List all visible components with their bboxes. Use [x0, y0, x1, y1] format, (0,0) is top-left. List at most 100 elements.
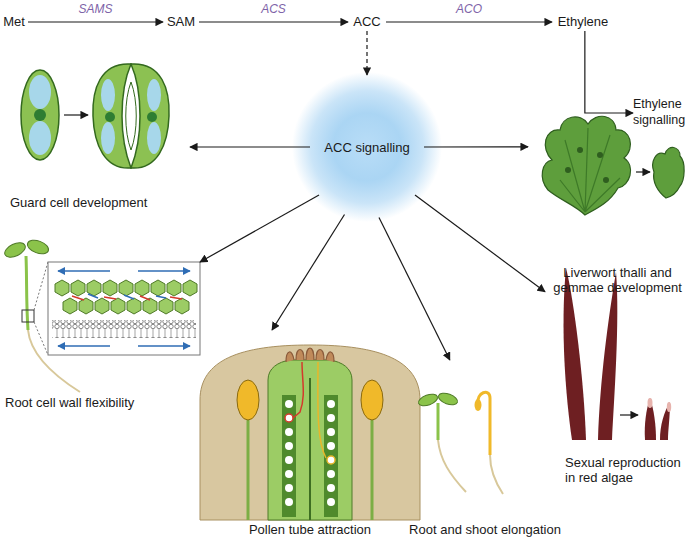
- node-text: SAM: [167, 13, 195, 31]
- small-thallus: [653, 147, 684, 198]
- metabolite: Met: [0, 13, 28, 31]
- flower-tissue: [200, 345, 420, 520]
- cellulose-hexagon: [167, 280, 181, 296]
- septum: [309, 378, 311, 520]
- cellulose-hexagon: [71, 280, 85, 296]
- node-text: Met: [3, 13, 25, 31]
- cotyledon: [437, 391, 459, 407]
- pistil: [268, 360, 352, 520]
- ovule: [327, 428, 335, 436]
- cotyledon: [417, 392, 439, 408]
- node-text: Root cell wall flexibility: [0, 395, 200, 410]
- cotyledon: [26, 238, 51, 257]
- gemma-cup: [577, 147, 583, 153]
- process-panel: Root cell wall flexibility: [0, 262, 200, 410]
- vacuole: [101, 79, 115, 111]
- stomatal-pore: [126, 82, 137, 150]
- cellulose-hexagon: [103, 280, 117, 296]
- cellulose-hexagon: [175, 298, 189, 314]
- cellulose-hexagon: [159, 298, 173, 314]
- stigma-papillae: [286, 348, 334, 362]
- node-text: Pollen tube attraction: [195, 522, 425, 537]
- thallus: [542, 116, 630, 215]
- node-text: Ethylene signalling: [633, 96, 685, 128]
- pollen-tube: [293, 362, 303, 418]
- algal-blade: [598, 272, 617, 440]
- ovule: [285, 400, 293, 408]
- node-text: Ethylene: [558, 13, 609, 31]
- anther: [361, 380, 383, 420]
- metabolite: Ethylene: [552, 13, 614, 31]
- thallus-midrib: [560, 128, 620, 212]
- cellulose-hexagon: [63, 298, 77, 314]
- ovule: [327, 442, 335, 450]
- node-text: ACC: [353, 13, 380, 31]
- apical-hook: [475, 399, 482, 411]
- metabolite: ACC: [348, 13, 386, 31]
- pathway-output: Ethylene signalling: [633, 96, 685, 130]
- zoom-box: [48, 262, 200, 355]
- cellulose-hexagon: [95, 298, 109, 314]
- cellulose-hexagon: [151, 280, 165, 296]
- ovule: [327, 470, 335, 478]
- reproductive-tip: [648, 398, 653, 408]
- process-panel: Root and shoot elongation: [405, 360, 565, 537]
- node-text: Sexual reproduction in red algae: [545, 455, 685, 485]
- pistil-art: [200, 345, 420, 520]
- guard-cell-art: [21, 64, 169, 168]
- flow-arrow: [199, 21, 348, 22]
- nucleus: [34, 109, 46, 121]
- cellulose-hexagon: [55, 280, 69, 296]
- gemma-cup: [565, 167, 571, 173]
- node-text: Root and shoot elongation: [405, 522, 565, 537]
- flow-arrow: [386, 21, 552, 22]
- zoom-lines: [34, 262, 48, 355]
- root: [438, 440, 466, 492]
- small-blade: [645, 398, 656, 440]
- reproductive-tip: [667, 402, 671, 412]
- cellulose-hexagon: [183, 280, 197, 296]
- flow-arrow: [366, 31, 367, 75]
- process-panel: Sexual reproduction in red algae: [545, 275, 685, 485]
- root: [490, 455, 503, 494]
- shoot: [437, 403, 440, 440]
- ovule: [327, 400, 335, 408]
- flow-arrow: [585, 31, 633, 113]
- root-wall-art: [2, 238, 200, 392]
- gemma-cup: [603, 177, 609, 183]
- pollen-tube: [318, 362, 326, 458]
- progress-arrow: [620, 414, 638, 415]
- enzyme-label: ACO: [456, 2, 482, 16]
- enzyme-label: SAMS: [78, 2, 112, 16]
- flow-arrow: [379, 218, 450, 361]
- anther: [237, 380, 259, 420]
- flow-arrow: [272, 215, 344, 331]
- ovule: [327, 456, 335, 464]
- ovule: [285, 428, 293, 436]
- hypocotyl: [26, 256, 28, 330]
- crosslink: [88, 294, 166, 299]
- cellulose-hexagon: [79, 298, 93, 314]
- guard-cell: [21, 70, 59, 160]
- process-panel: Guard cell development: [0, 60, 190, 210]
- ovule-column: [282, 395, 296, 517]
- nucleus: [105, 112, 115, 122]
- tension-arrow: [138, 345, 190, 346]
- metabolite: SAM: [163, 13, 199, 31]
- seedling-art: [417, 391, 503, 494]
- ovule: [285, 484, 293, 492]
- flow-arrow: [415, 195, 545, 292]
- ovule: [285, 498, 293, 506]
- ovule: [285, 470, 293, 478]
- glow-disc: [292, 72, 442, 222]
- cellulose-hexagon: [135, 280, 149, 296]
- filament: [247, 420, 250, 520]
- node-text: Guard cell development: [0, 195, 190, 210]
- vacuole: [147, 122, 161, 154]
- cellulose-hexagon: [111, 298, 125, 314]
- liverwort-art: [542, 116, 684, 215]
- tension-arrow: [138, 270, 190, 271]
- zoom-square: [22, 310, 34, 322]
- process-panel: Liverwort thalli and gemmae development: [528, 105, 685, 295]
